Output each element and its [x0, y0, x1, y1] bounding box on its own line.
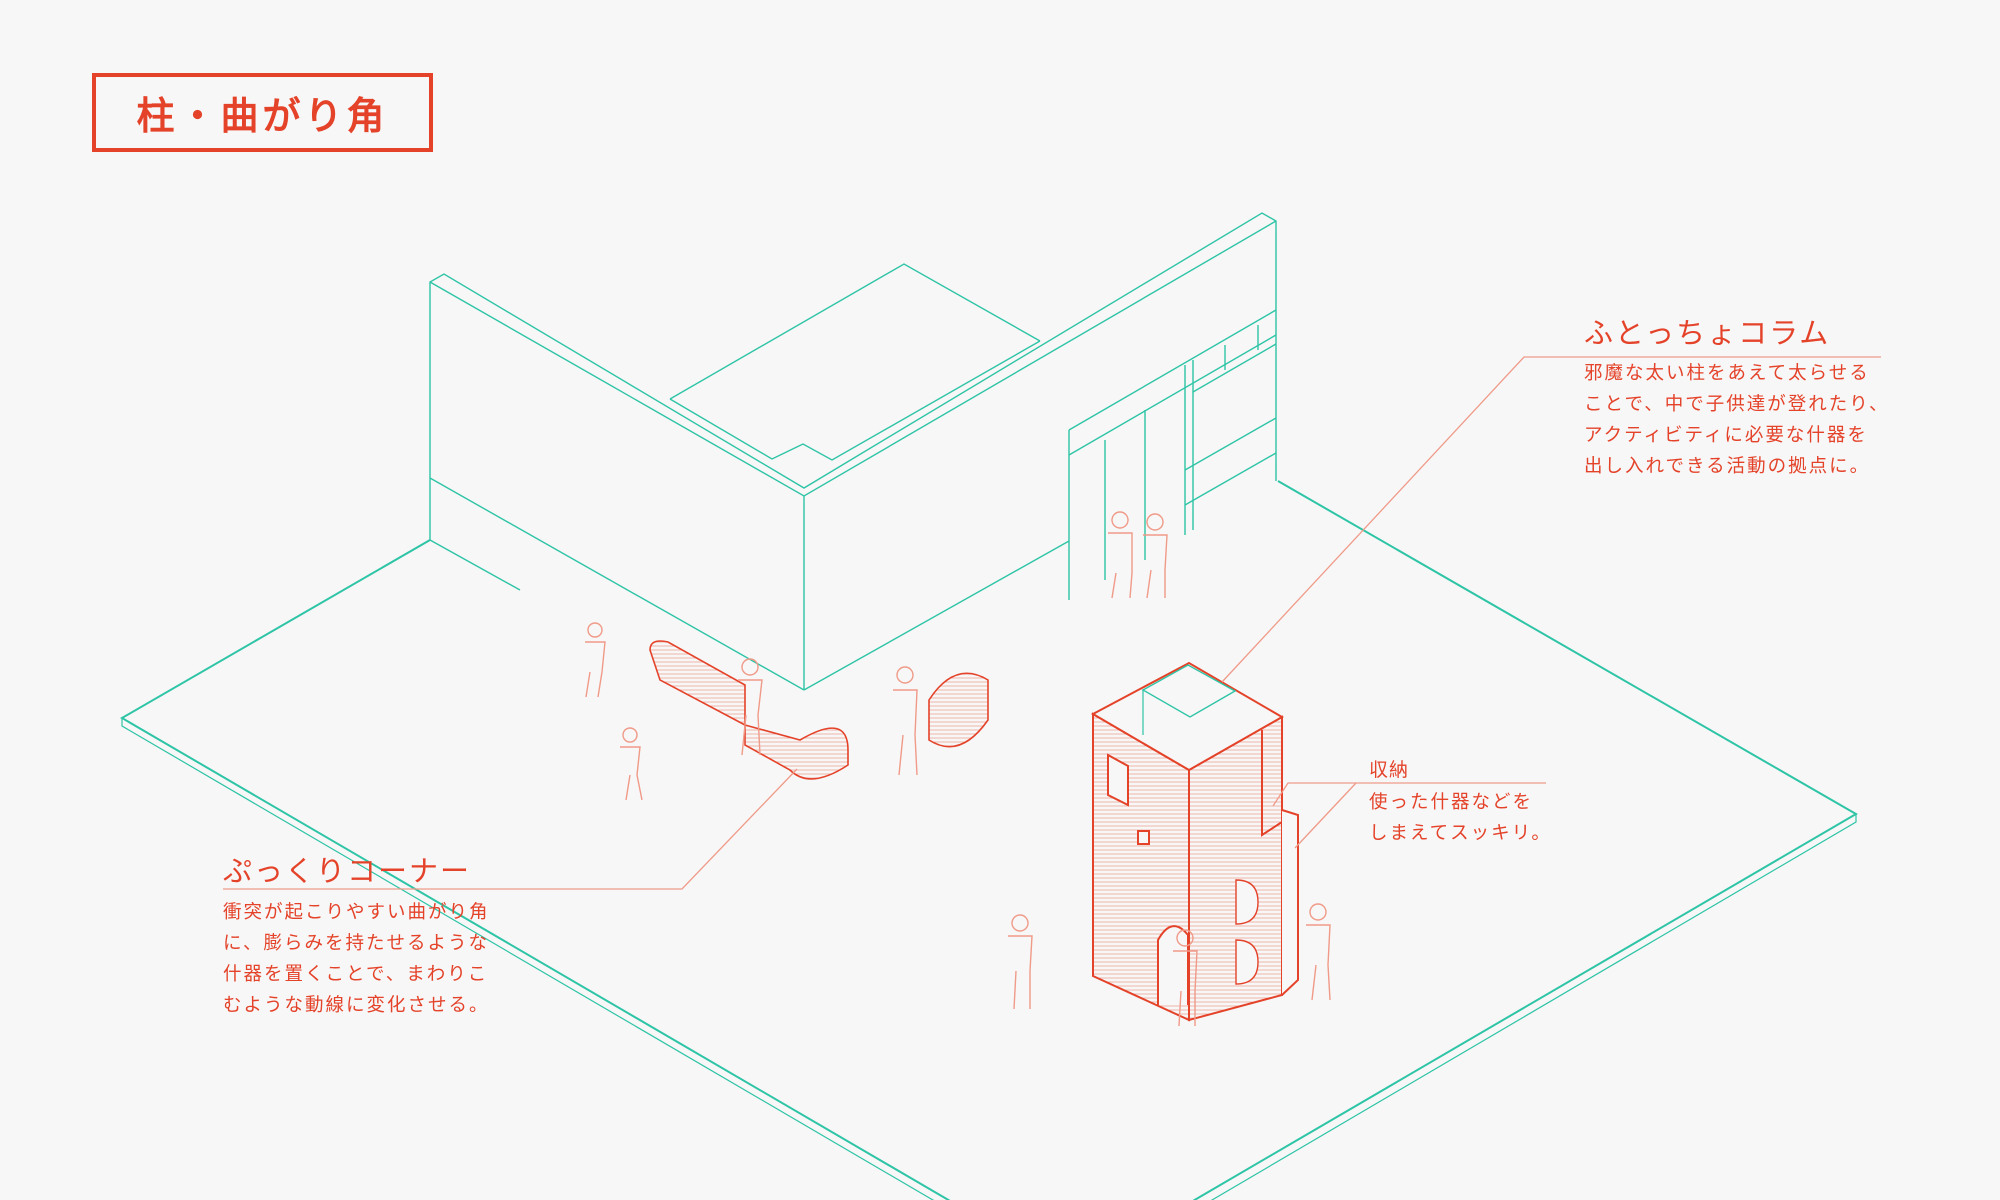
person — [585, 622, 606, 698]
page-title: 柱・曲がり角 — [92, 73, 433, 152]
person — [1108, 511, 1133, 599]
storage-description: 使った什器などを しまえてスッキリ。 — [1369, 787, 1552, 849]
building — [429, 212, 1277, 691]
text-line: しまえてスッキリ。 — [1369, 823, 1552, 844]
text-line: 出し入れできる活動の拠点に。 — [1584, 456, 1871, 477]
people-silhouettes — [585, 511, 1331, 1027]
text-line: 什器を置くことで、まわりこ — [223, 964, 489, 985]
text-line: 邪魔な太い柱をあえて太らせる — [1584, 363, 1870, 384]
floor-plate — [120, 480, 1858, 1200]
person — [620, 727, 643, 801]
storage-heading: 収納 — [1369, 759, 1410, 781]
person — [738, 658, 763, 756]
column-heading: ふとっちょコラム — [1584, 316, 1831, 350]
person — [1008, 914, 1033, 1010]
text-line: アクティビティに必要な什器を — [1584, 425, 1868, 446]
person — [1306, 903, 1331, 1001]
corner-heading: ぷっくりコーナー — [223, 854, 472, 888]
corner-benches — [649, 640, 989, 780]
column-description: 邪魔な太い柱をあえて太らせる ことで、中で子供達が登れたり、 アクティビティに必… — [1584, 358, 1889, 482]
text-line: 使った什器などを — [1369, 792, 1534, 813]
person — [1173, 929, 1198, 1027]
person — [893, 666, 918, 776]
text-line: ことで、中で子供達が登れたり、 — [1584, 394, 1890, 415]
text-line: 衝突が起こりやすい曲がり角 — [223, 902, 490, 923]
column-tower — [1090, 661, 1299, 1022]
person — [1143, 513, 1168, 599]
text-line: むような動線に変化させる。 — [223, 995, 490, 1016]
text-line: に、膨らみを持たせるような — [223, 933, 489, 954]
corner-description: 衝突が起こりやすい曲がり角 に、膨らみを持たせるような 什器を置くことで、まわり… — [223, 897, 490, 1021]
leader-lines — [223, 356, 1881, 890]
